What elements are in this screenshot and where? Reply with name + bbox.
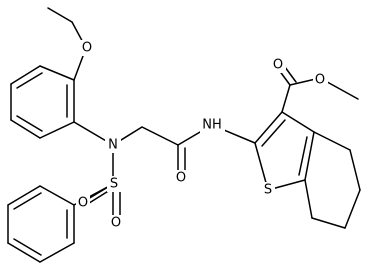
bond-ring-ester-c: [281, 84, 291, 113]
atom-o-sulfonyl-right-label: O: [111, 216, 121, 231]
atom-s-sulfonyl-label: S: [110, 177, 118, 192]
atom-o-ester-carbonyl: O: [271, 57, 286, 73]
atom-o-sulfonyl-right: O: [109, 215, 124, 231]
aniline-phenyl-ring: [10, 65, 75, 139]
bonds: [7, 7, 361, 263]
atom-s-thiophene: S: [261, 182, 275, 198]
atom-o-sulfonyl-left-label: O: [78, 196, 88, 211]
atom-o-ethoxy-label: O: [82, 41, 92, 56]
atom-n-sulfonamide: N: [105, 137, 121, 153]
cyclohexene-ring: [304, 131, 361, 229]
atom-o-amide-label: O: [176, 171, 186, 186]
atom-n-sulfonamide-label: N: [108, 138, 118, 153]
atom-s-sulfonyl: S: [107, 176, 121, 192]
atom-o-ethoxy: O: [79, 40, 95, 56]
atom-nh-amide-label: NH: [202, 118, 222, 133]
atom-o-ester-methoxy: O: [313, 72, 328, 88]
atom-o-amide: O: [174, 170, 189, 186]
atom-s-thiophene-label: S: [264, 183, 272, 198]
bond-ch2-carbonyl: [141, 126, 179, 146]
thiophene-ring: [254, 111, 315, 191]
atom-o-ester-carbonyl-label: O: [273, 58, 283, 73]
atom-nh-amide: NH: [200, 117, 225, 133]
atom-o-ester-methoxy-label: O: [315, 73, 325, 88]
atom-labels: O N S O O O NH O: [76, 40, 328, 231]
atom-o-sulfonyl-left: O: [76, 195, 90, 211]
bond-ethyl-ch3: [47, 7, 73, 23]
benzenesulfonyl-phenyl-ring: [7, 185, 75, 263]
